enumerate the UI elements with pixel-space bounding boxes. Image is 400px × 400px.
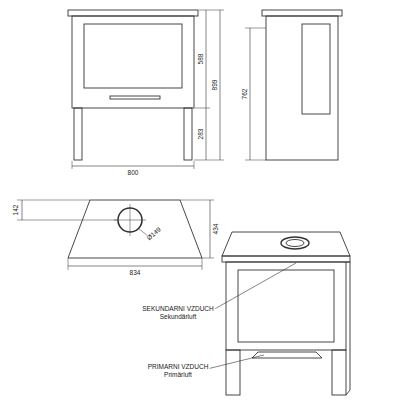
callout-label: Sekundärluft	[159, 314, 198, 321]
dimension-label: 142	[13, 204, 20, 217]
dimension-label: 899	[212, 79, 219, 92]
dimension-label: 800	[127, 170, 140, 177]
side-view	[245, 10, 342, 160]
top-view	[17, 200, 214, 270]
dimension-label: 434	[213, 223, 220, 236]
dimension-label: 588	[198, 53, 205, 66]
dimension-label: 283	[198, 128, 205, 141]
dimension-label: 762	[242, 88, 249, 101]
callout-label: SEKUNDARNI VZDUCH	[141, 306, 215, 313]
callout-label: Primärluft	[163, 372, 193, 379]
front-view	[68, 10, 224, 169]
perspective-view	[207, 232, 350, 395]
callout-label: PRIMARNI VZDUCH	[147, 364, 210, 371]
dimension-label: 834	[129, 270, 142, 277]
dimension-label: Ø149	[145, 226, 163, 242]
